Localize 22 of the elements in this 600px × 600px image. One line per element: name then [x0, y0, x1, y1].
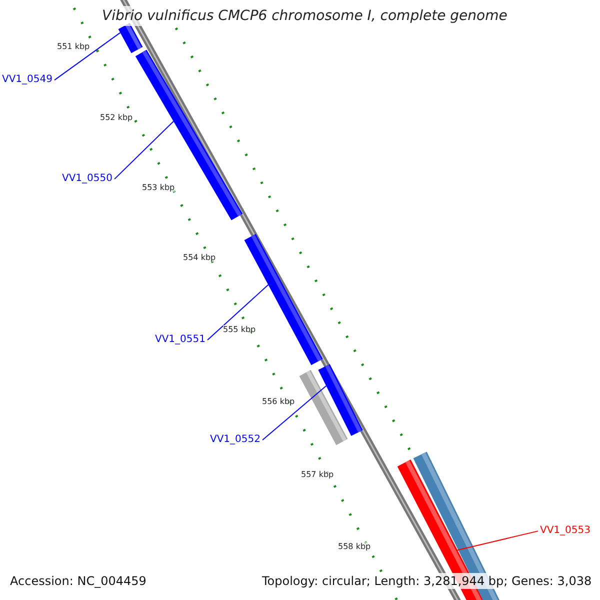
tick-label: 557 kbp	[301, 470, 334, 479]
tick-label: 555 kbp	[223, 325, 256, 334]
tick-label: 551 kbp	[57, 42, 90, 51]
gene-label: VV1_0553	[540, 525, 590, 536]
leader-line	[262, 385, 327, 441]
leader-line	[54, 32, 121, 81]
tick-label: 558 kbp	[338, 542, 371, 551]
leader-line	[207, 284, 269, 341]
title: Vibrio vulnificus CMCP6 chromosome I, complete genome	[100, 6, 510, 26]
footer-text: Accession: NC_004459	[8, 573, 148, 589]
footer-text: Topology: circular; Length: 3,281,944 bp; Genes: 3,038	[260, 573, 594, 589]
gene-label: VV1_0549	[2, 74, 52, 85]
gene-bar	[318, 364, 363, 436]
leader-line	[457, 530, 538, 551]
tick-label: 556 kbp	[262, 397, 295, 406]
tick-label: 553 kbp	[142, 183, 175, 192]
gene-label: VV1_0550	[62, 173, 112, 184]
tick-label: 554 kbp	[183, 253, 216, 262]
gene-bar	[135, 50, 243, 220]
leader-line	[114, 120, 174, 180]
gene-label: VV1_0552	[210, 434, 260, 445]
gene-label: VV1_0551	[155, 334, 206, 345]
